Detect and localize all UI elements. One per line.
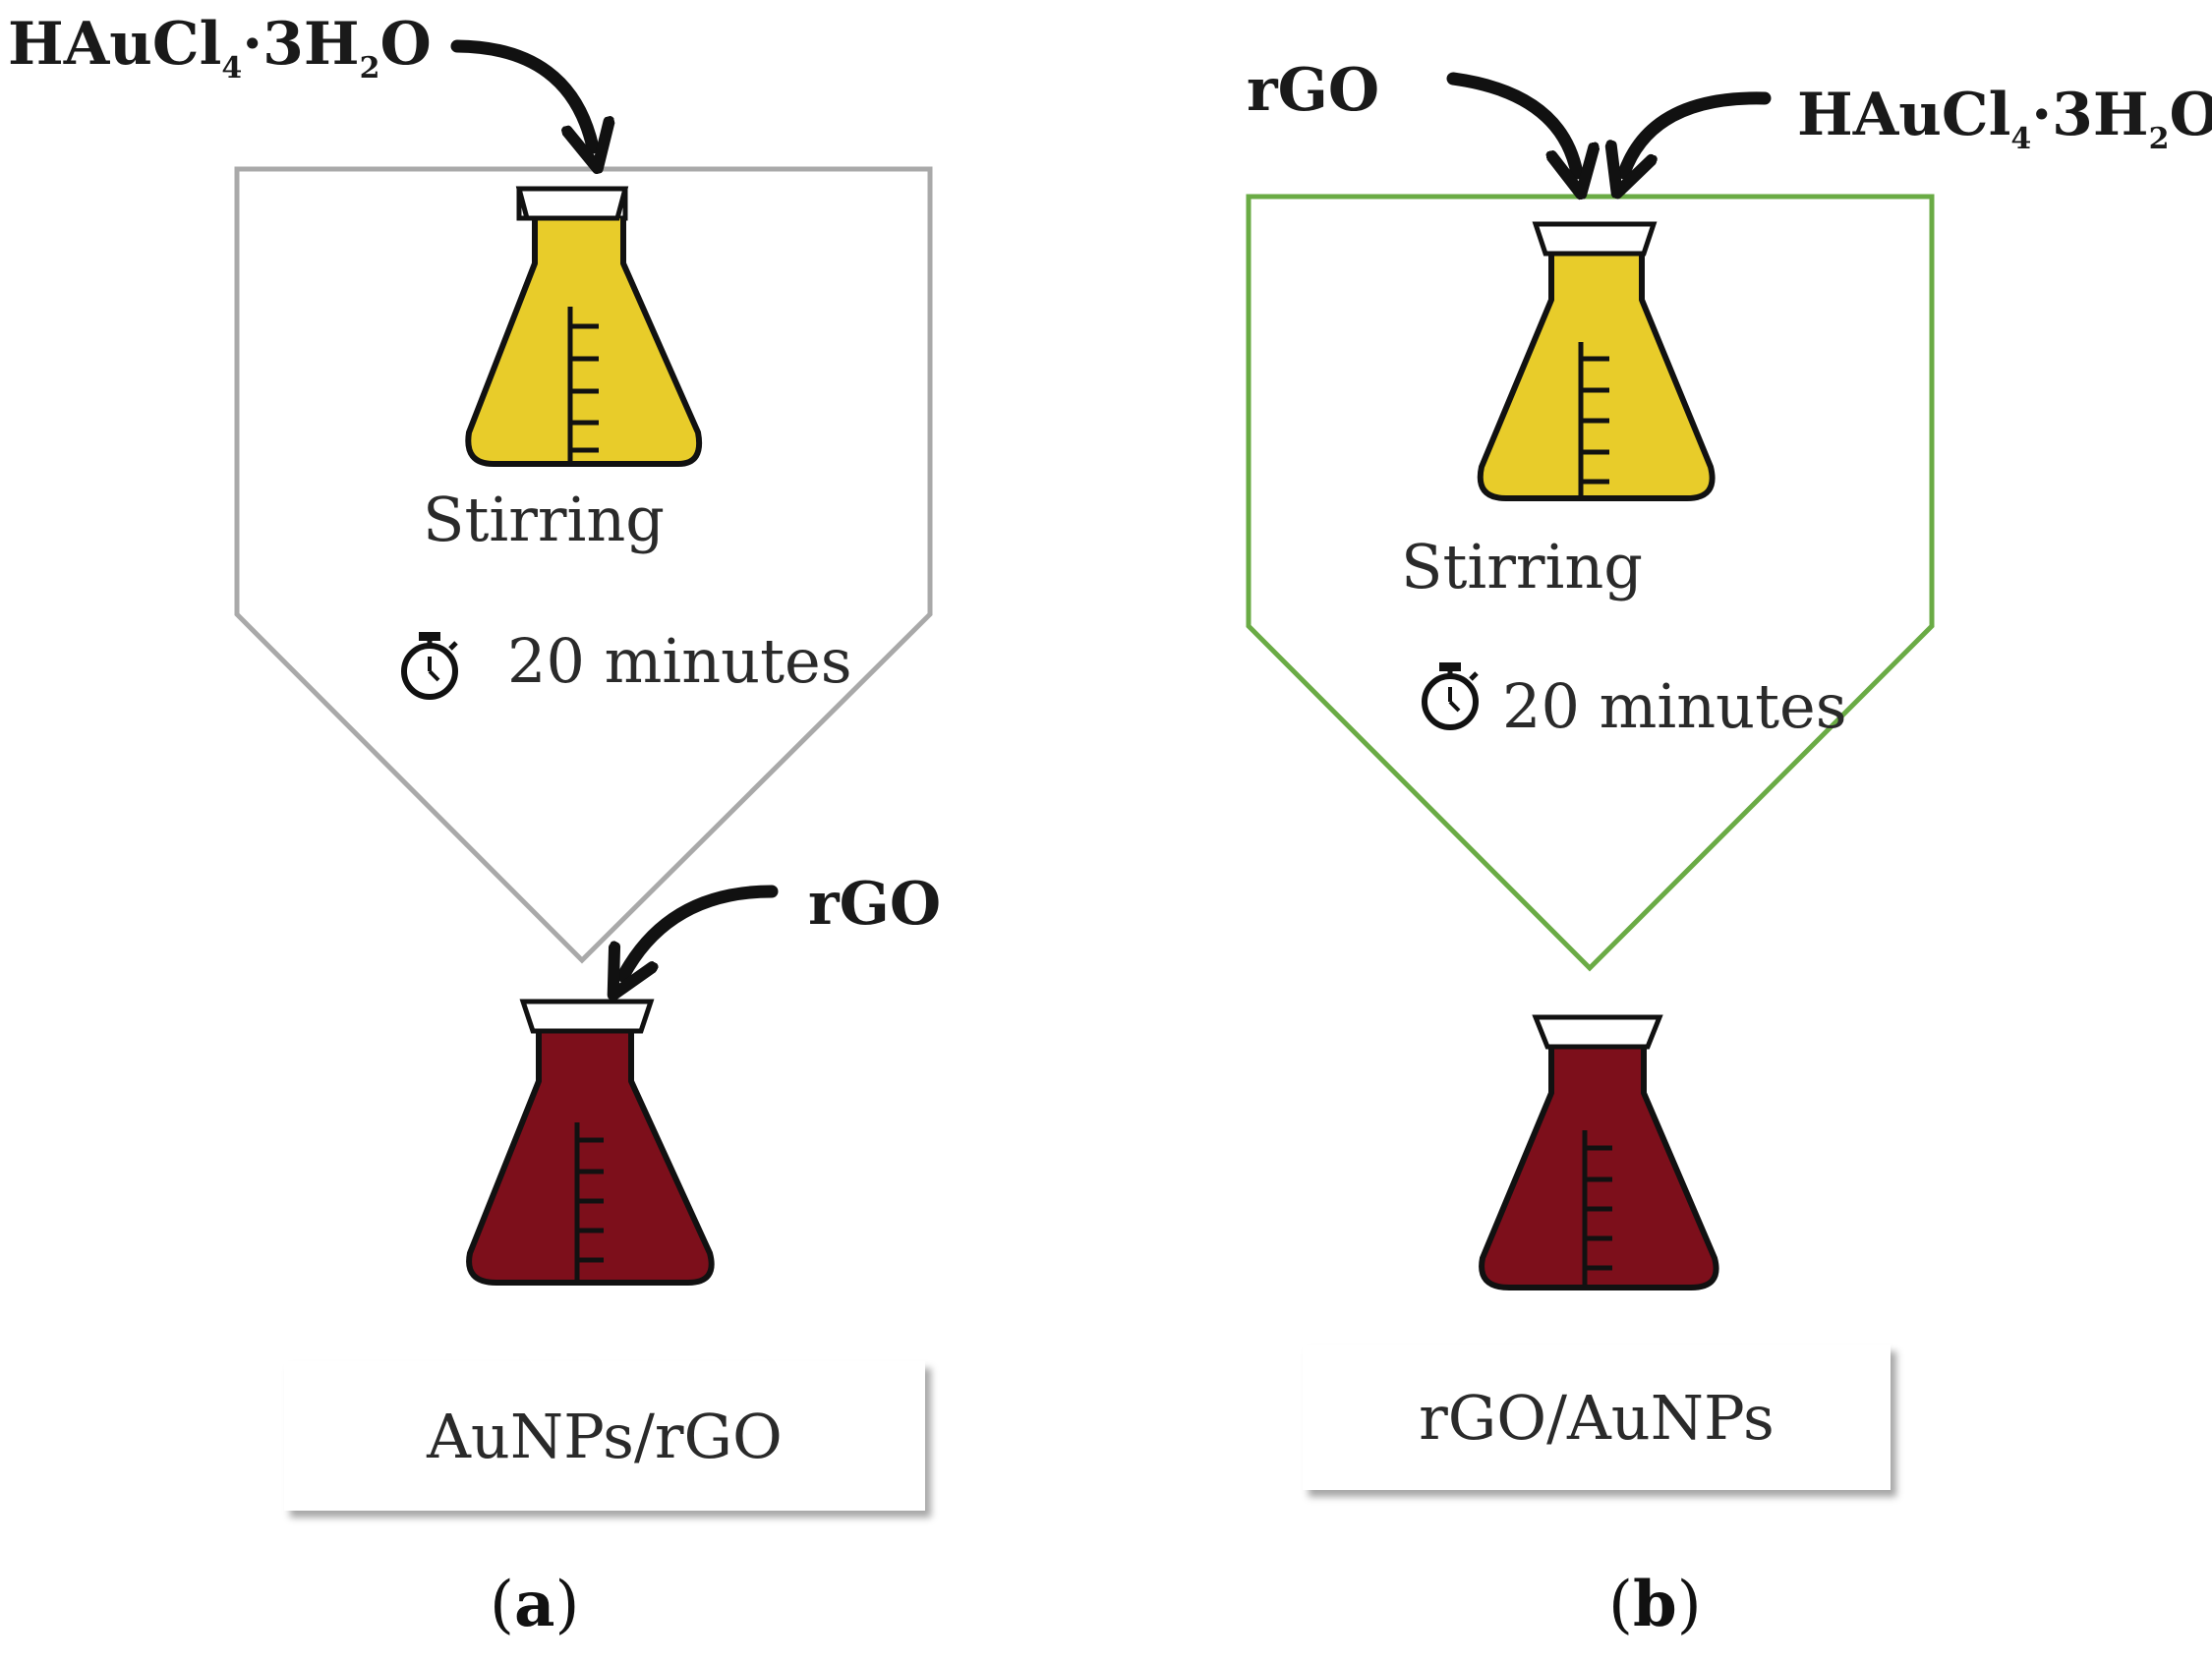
reagent-rgo-label-a: rGO <box>808 870 942 939</box>
step-label-stirring-b: Stirring <box>1401 531 1643 602</box>
conical-flask-icon <box>465 186 702 467</box>
panel-label-b: (b) <box>1608 1568 1702 1641</box>
product-box-a: AuNPs/rGO <box>284 1361 925 1511</box>
product-box-b: rGO/AuNPs <box>1303 1345 1891 1490</box>
curved-arrow-icon <box>1624 91 1772 173</box>
panel-label-a: (a) <box>490 1568 580 1641</box>
conical-flask-icon <box>1477 221 1716 501</box>
curved-arrow-icon <box>1446 72 1577 173</box>
conical-flask-icon <box>1479 1014 1719 1290</box>
duration-label-a: 20 minutes <box>507 625 852 697</box>
product-label-b: rGO/AuNPs <box>1419 1381 1775 1454</box>
stopwatch-icon <box>401 632 458 700</box>
funnel-outline-b <box>1246 194 1935 972</box>
curved-arrow-icon <box>623 885 779 976</box>
reagent-haucl4-label-a: HAuCl4·3H2O <box>8 10 432 86</box>
reagent-rgo-label-b: rGO <box>1247 56 1380 125</box>
product-label-a: AuNPs/rGO <box>427 1400 783 1472</box>
reagent-haucl4-label-b: HAuCl4·3H2O <box>1797 81 2212 156</box>
conical-flask-icon <box>466 999 715 1286</box>
step-label-stirring-a: Stirring <box>423 484 665 555</box>
duration-label-b: 20 minutes <box>1502 670 1847 742</box>
stopwatch-icon <box>1422 662 1479 730</box>
curved-arrow-icon <box>450 39 593 147</box>
funnel-outline-a <box>234 166 933 964</box>
